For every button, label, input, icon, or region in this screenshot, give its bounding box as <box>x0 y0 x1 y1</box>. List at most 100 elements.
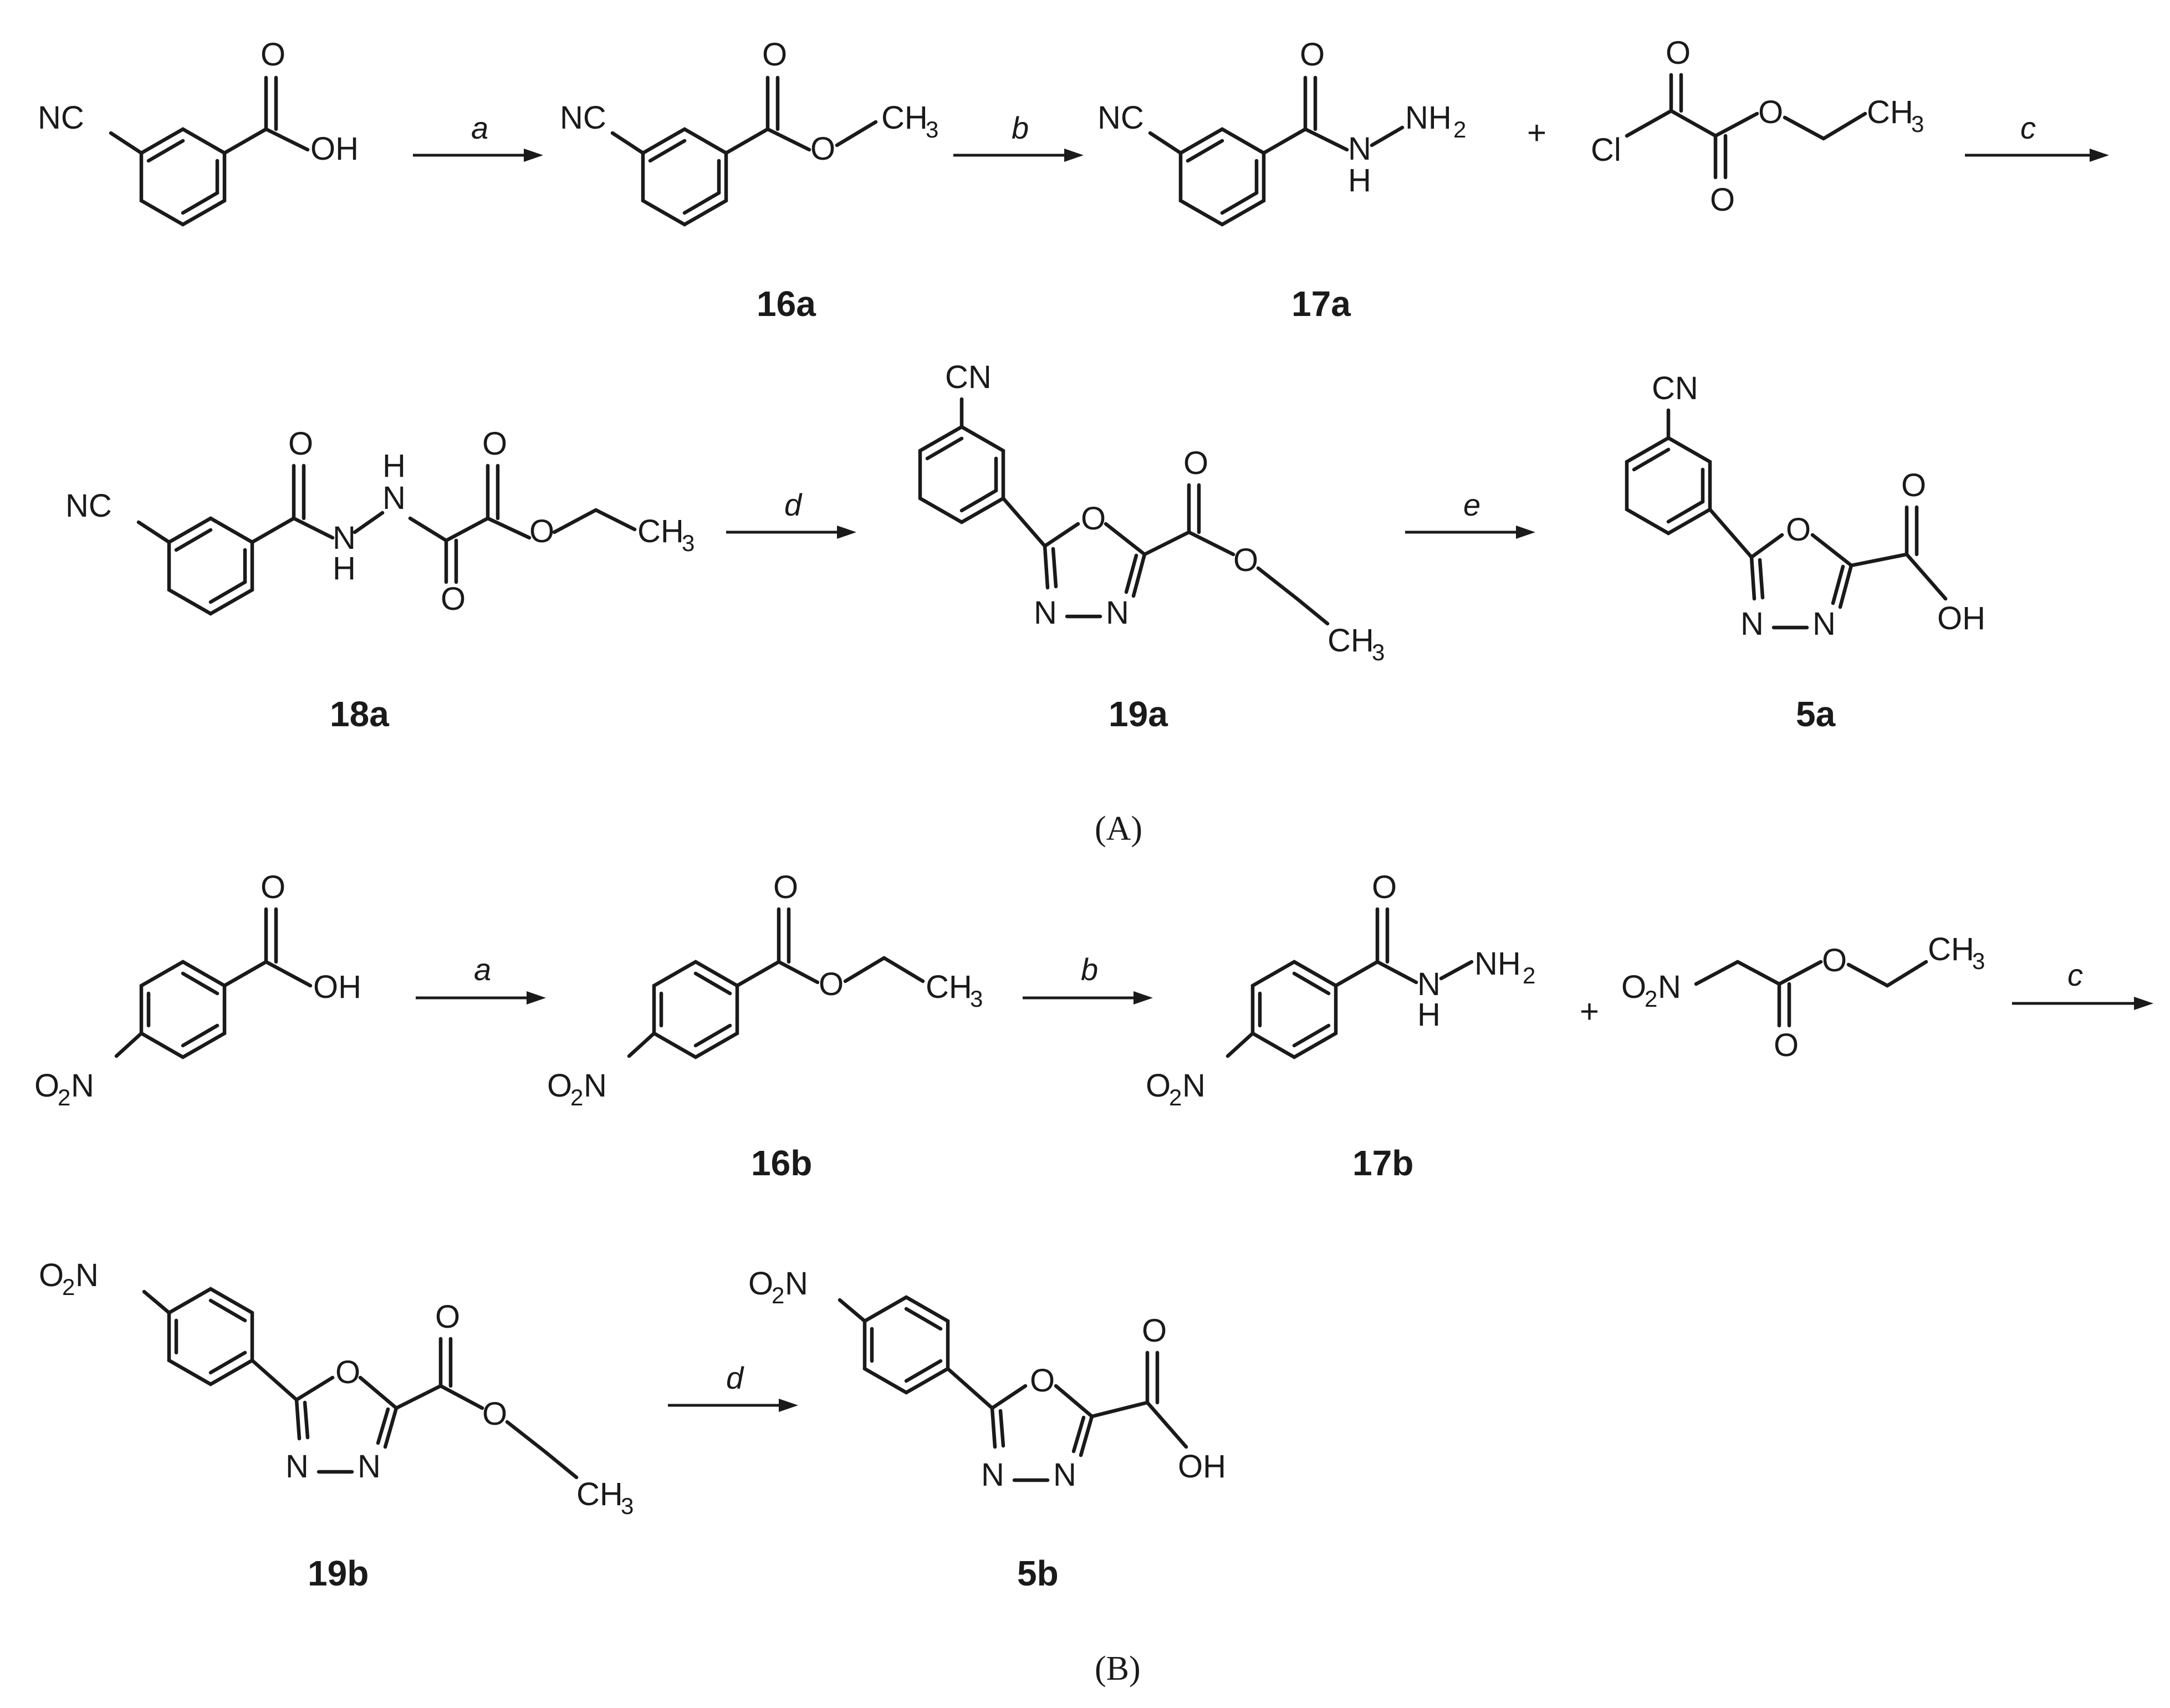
nitro-subscript: 2 <box>772 1282 784 1308</box>
nitrogen-label: N <box>1417 966 1441 1002</box>
nitrogen-label: N <box>285 1449 309 1485</box>
nitrogen-label: N <box>1348 131 1371 167</box>
nitro-n-label: N <box>785 1266 808 1302</box>
methyl-label: CH <box>637 513 684 549</box>
nitro-subscript: 2 <box>58 1084 70 1110</box>
oxygen-label: O <box>335 1354 360 1390</box>
oxygen-label: O <box>1183 445 1208 481</box>
compound-17a-label: 17a <box>1291 284 1351 324</box>
oxygen-label: O <box>1233 542 1258 578</box>
molecule-ethyl-nitroacetate: O 2 N O O CH 3 <box>1621 931 1985 1063</box>
oxygen-label: O <box>482 1396 507 1432</box>
nitro-n-label: N <box>1182 1068 1206 1104</box>
chlorine-label: Cl <box>1591 132 1621 168</box>
panel-b-label: (B) <box>1095 1650 1141 1687</box>
amine-subscript: 2 <box>1523 962 1535 988</box>
compound-19a-label: 19a <box>1109 694 1168 734</box>
oxygen-label: O <box>1372 869 1397 905</box>
molecule-16a: NC O O CH 3 16a <box>560 37 938 324</box>
arrow-d-step-d: d <box>726 487 856 539</box>
methyl-subscript: 3 <box>926 116 938 142</box>
hydrogen-label: H <box>1348 162 1371 198</box>
oxygen-label: O <box>1758 94 1783 130</box>
molecule-19a: CN O N N O O CH 3 19a <box>918 359 1385 734</box>
nitrogen-label: N <box>1053 1457 1076 1493</box>
molecule-16b: O 2 N O O CH 3 16b <box>547 869 983 1183</box>
molecule-19b: O 2 N O N N O O CH 3 19b <box>39 1257 634 1593</box>
nitro-o-label: O <box>1146 1068 1171 1104</box>
nc-label: NC <box>65 488 112 524</box>
panel-a: NC O OH a NC O O CH 3 16a <box>38 35 2109 848</box>
condition-e: e <box>1463 487 1480 522</box>
nitro-n-label: N <box>1658 969 1681 1005</box>
oxygen-label: O <box>288 426 313 462</box>
oxygen-label: O <box>762 37 787 73</box>
amine-label: NH <box>1405 100 1452 136</box>
amine-subscript: 2 <box>1453 116 1466 142</box>
nitro-o-label: O <box>1621 969 1646 1005</box>
nitro-subscript: 2 <box>570 1084 583 1110</box>
molecule-5a: CN O N N O OH 5a <box>1625 370 1985 734</box>
methyl-subscript: 3 <box>621 1493 634 1519</box>
oxygen-label: O <box>1786 512 1811 548</box>
methyl-label: CH <box>881 100 928 136</box>
compound-5b-label: 5b <box>1017 1553 1059 1593</box>
oxygen-label: O <box>441 581 466 617</box>
methyl-subscript: 3 <box>1911 111 1924 137</box>
condition-d: d <box>726 1360 744 1395</box>
compound-19b-label: 19b <box>308 1553 369 1593</box>
arrow-c-step-c: c <box>1965 110 2109 162</box>
condition-d: d <box>784 487 803 522</box>
molecule-17b: O 2 N O N H NH 2 17b <box>1146 869 1535 1183</box>
hydrogen-label: H <box>333 550 356 587</box>
oxygen-label: O <box>773 869 798 905</box>
nitro-subscript: 2 <box>62 1274 75 1300</box>
nitrogen-label: N <box>382 480 406 516</box>
methyl-subscript: 3 <box>1372 639 1385 665</box>
nitrogen-label: N <box>1740 606 1764 642</box>
molecule-4-nitrobenzoic-acid: O 2 N O OH <box>34 869 361 1110</box>
oxygen-label: O <box>810 131 835 167</box>
compound-18a-label: 18a <box>330 694 389 734</box>
compound-5a-label: 5a <box>1796 694 1836 734</box>
nitrogen-label: N <box>981 1457 1004 1493</box>
arrow-a-step-a: a <box>413 110 543 162</box>
nitrogen-label: N <box>1034 595 1057 631</box>
hydroxyl-label: OH <box>313 969 361 1005</box>
oxygen-label: O <box>1030 1363 1055 1399</box>
nitro-subscript: 2 <box>1645 986 1657 1012</box>
nitro-n-label: N <box>75 1257 99 1293</box>
condition-c: c <box>2020 110 2036 145</box>
nc-label: NC <box>38 100 84 136</box>
plus-sign: + <box>1580 993 1599 1030</box>
oxygen-label: O <box>261 37 285 73</box>
condition-b: b <box>1012 110 1029 145</box>
hydroxyl-label: OH <box>1178 1449 1226 1485</box>
condition-a: a <box>471 110 488 145</box>
oxygen-label: O <box>1081 501 1106 537</box>
oxygen-label: O <box>1666 35 1691 71</box>
molecule-3-cyanobenzoic-acid: NC O OH <box>38 37 359 227</box>
methyl-subscript: 3 <box>970 986 983 1012</box>
arrow-b-step-b: b <box>1023 952 1153 1005</box>
plus-sign: + <box>1527 114 1546 151</box>
oxygen-label: O <box>1710 182 1735 218</box>
molecule-17a: NC O N H NH 2 17a <box>1097 37 1466 324</box>
nc-label: NC <box>560 100 606 136</box>
oxygen-label: O <box>1901 467 1926 503</box>
nitro-o-label: O <box>39 1257 64 1293</box>
nitrogen-label: N <box>358 1449 381 1485</box>
oxygen-label: O <box>482 426 507 462</box>
compound-17b-label: 17b <box>1352 1143 1413 1183</box>
hydrogen-label: H <box>1417 997 1441 1033</box>
arrow-b-step-b: b <box>953 110 1084 162</box>
methyl-label: CH <box>926 969 972 1005</box>
nitrogen-label: N <box>1106 595 1129 631</box>
amine-label: NH <box>1474 946 1521 982</box>
nitrogen-label: N <box>1812 606 1836 642</box>
oxygen-label: O <box>1300 37 1325 73</box>
cn-label: CN <box>1652 370 1698 406</box>
nitro-subscript: 2 <box>1169 1084 1182 1110</box>
arrow-b-step-a: a <box>416 952 546 1005</box>
